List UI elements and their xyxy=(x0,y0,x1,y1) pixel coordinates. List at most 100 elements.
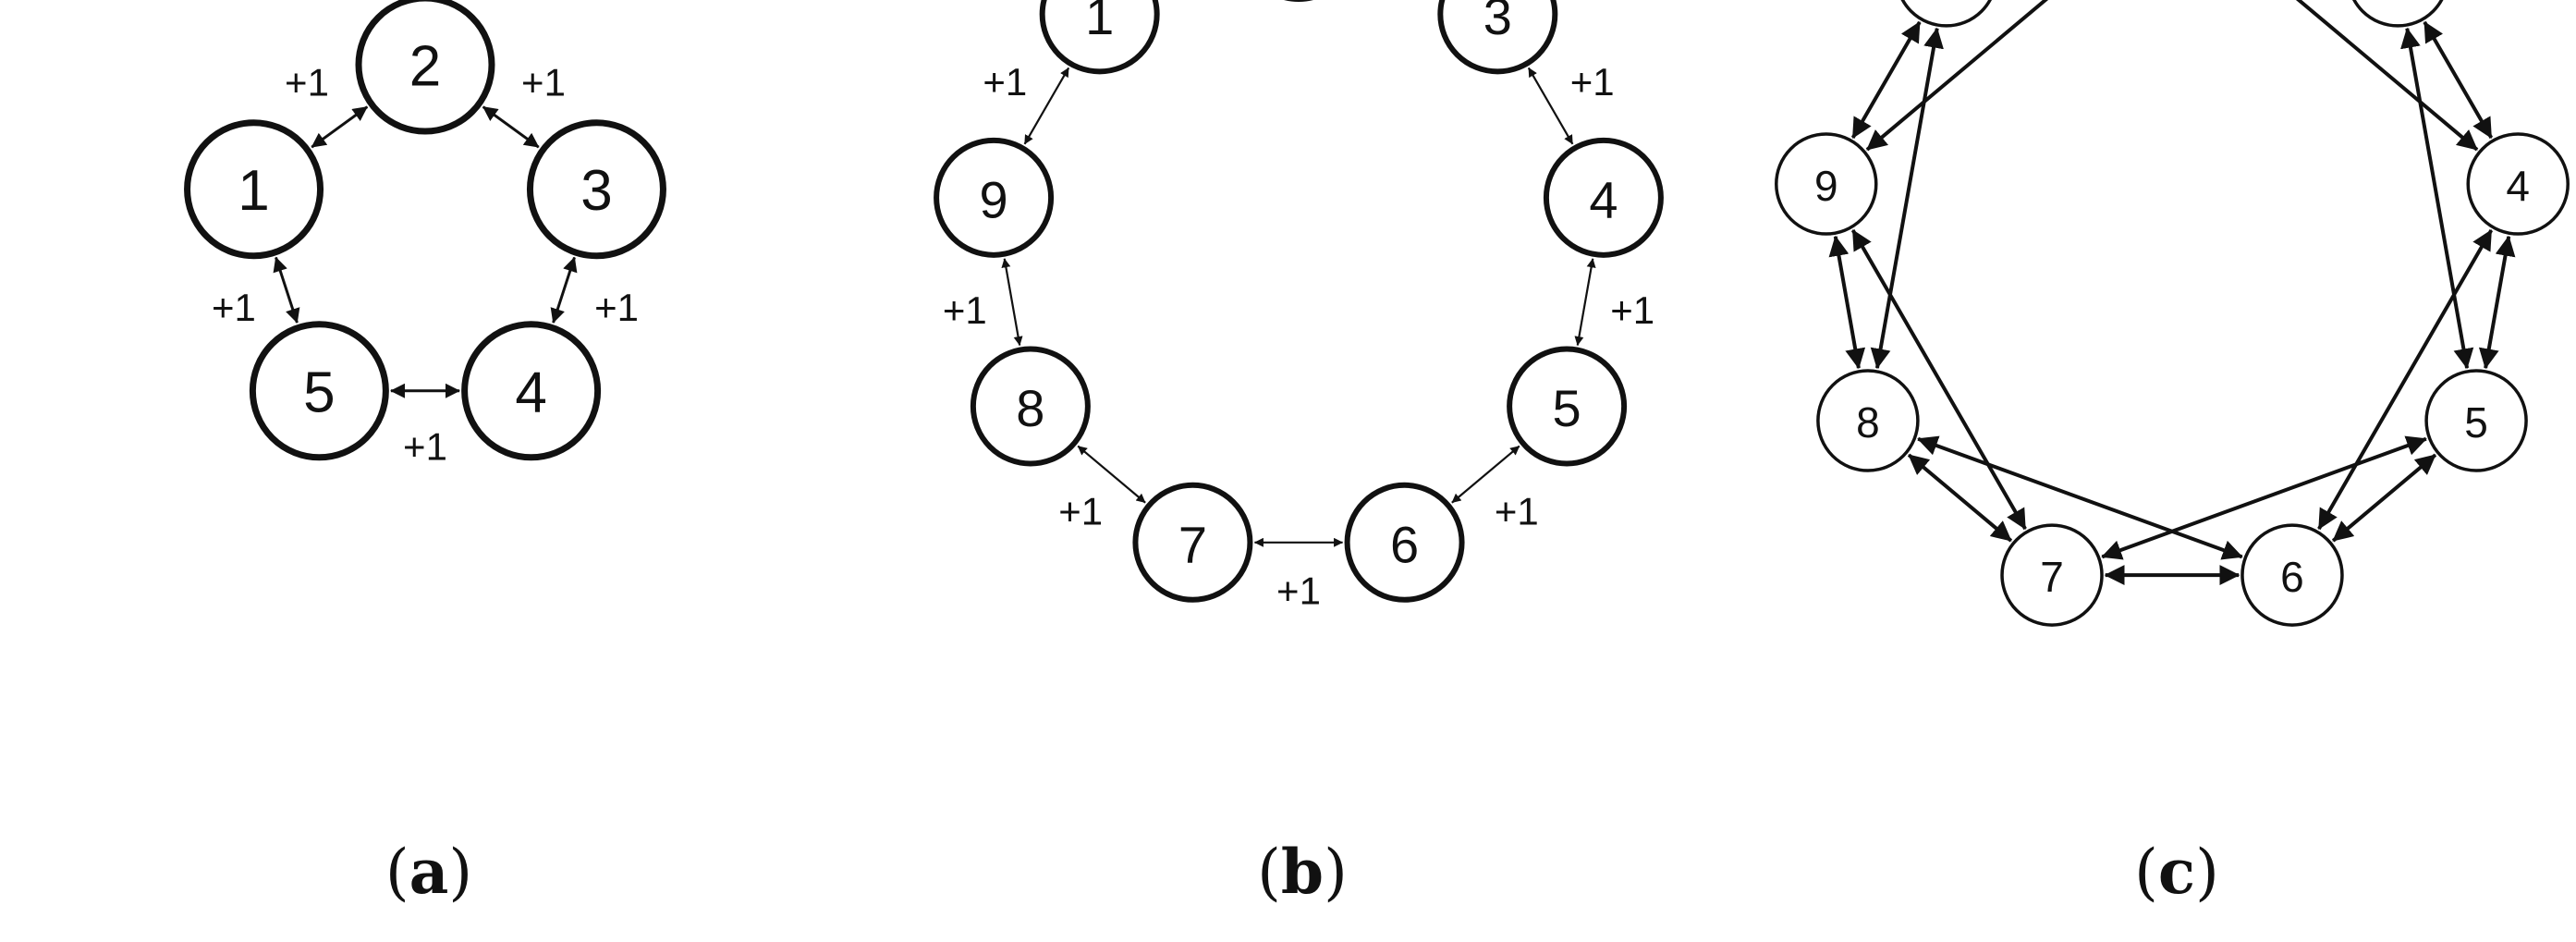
edge-1-2 xyxy=(311,105,369,149)
node-label: 5 xyxy=(303,361,335,424)
edge-9-1 xyxy=(1850,20,1922,140)
edge-4-5 xyxy=(2478,235,2516,370)
caption-letter: c xyxy=(2157,836,2196,908)
node-circle xyxy=(526,119,666,260)
caption-close-paren: ) xyxy=(448,837,473,908)
caption-open-paren: ( xyxy=(1257,837,1281,908)
node-circle xyxy=(184,119,324,260)
panel-a-graph: +1 +1 +1 +1 +1 1 2 3 4 5 xyxy=(184,0,666,468)
node-label: 9 xyxy=(1814,162,1838,210)
edge-label: +1 xyxy=(943,288,987,332)
caption-open-paren: ( xyxy=(2134,837,2158,908)
node-circle xyxy=(1507,346,1628,467)
graph-node: 8 xyxy=(970,346,1091,467)
caption-close-paren: ) xyxy=(1324,837,1348,908)
node-circle xyxy=(934,137,1055,258)
node-circle xyxy=(1132,482,1253,603)
caption-close-paren: ) xyxy=(2195,837,2219,908)
edge-2-3 xyxy=(482,105,540,149)
graph-node: 7 xyxy=(1132,482,1253,603)
nodes: 123456789 xyxy=(1775,0,2570,627)
caption-letter: b xyxy=(1280,836,1325,908)
graph-node: 9 xyxy=(1775,132,1878,236)
node-label: 5 xyxy=(1553,379,1581,437)
edge-3-4 xyxy=(550,256,578,324)
node-label: 6 xyxy=(2280,553,2304,601)
edge-label: +1 xyxy=(212,286,256,329)
nodes: 1 2 3 4 5 xyxy=(184,0,666,461)
panel-b-caption: (b) xyxy=(1210,841,1395,903)
panel-b-graph: +1+1+1+1+1+1+1+1+1123456789 xyxy=(934,0,1664,612)
edge-4-5 xyxy=(1574,258,1596,347)
caption-open-paren: ( xyxy=(385,837,409,908)
node-circle xyxy=(1437,0,1558,75)
node-circle xyxy=(461,321,602,461)
node-label: 8 xyxy=(1016,379,1044,437)
graph-node: 1 xyxy=(184,119,324,260)
edge-label: +1 xyxy=(1495,489,1539,532)
node-circle xyxy=(1775,132,1878,236)
graph-node: 5 xyxy=(2424,369,2528,472)
node-label: 1 xyxy=(1935,0,1959,2)
node-label: 9 xyxy=(980,170,1008,228)
node-circle xyxy=(1039,0,1160,75)
node-label: 2 xyxy=(409,35,441,99)
node-circle xyxy=(1344,482,1465,603)
graph-node: 6 xyxy=(2240,523,2344,627)
node-label: 6 xyxy=(1390,515,1419,573)
panel-c-graph: 123456789 xyxy=(1775,0,2570,627)
edge-5-1 xyxy=(273,256,300,324)
graph-node: 9 xyxy=(934,137,1055,258)
edge-8-9 xyxy=(1828,235,1866,370)
node-label: 4 xyxy=(2506,162,2530,210)
edge-7-8 xyxy=(1077,445,1146,504)
graph-node: 6 xyxy=(1344,482,1465,603)
edge-label: +1 xyxy=(1058,489,1103,532)
edge-label: +1 xyxy=(983,60,1027,104)
edge-5-6 xyxy=(1451,445,1520,504)
node-label: 4 xyxy=(515,361,546,424)
edge-label: +1 xyxy=(285,60,329,104)
node-label: 7 xyxy=(2040,553,2064,601)
graph-node: 3 xyxy=(526,119,666,260)
node-label: 1 xyxy=(238,159,269,223)
edge-label: +1 xyxy=(521,60,566,104)
edge-label: +1 xyxy=(1276,569,1321,612)
edge-9-2 xyxy=(1865,0,2132,152)
graph-node: 1 xyxy=(1039,0,1160,75)
node-circle xyxy=(2240,523,2344,627)
node-circle xyxy=(970,346,1091,467)
edge-3-4 xyxy=(1527,67,1574,145)
node-label: 4 xyxy=(1589,170,1618,228)
node-label: 5 xyxy=(2464,398,2488,447)
graph-node: 8 xyxy=(1816,369,1920,472)
graph-node: 2 xyxy=(355,0,495,135)
graph-node: 3 xyxy=(2352,0,2444,28)
nodes: 123456789 xyxy=(934,0,1664,603)
edge-label: +1 xyxy=(1570,60,1615,104)
edge-2-4 xyxy=(2212,0,2479,152)
edge-3-4 xyxy=(2423,20,2494,140)
node-label: 3 xyxy=(1483,0,1512,45)
node-circle xyxy=(249,321,389,461)
node-label: 1 xyxy=(1085,0,1114,45)
graph-node: 5 xyxy=(249,321,389,461)
edge-9-1 xyxy=(1023,67,1070,145)
graph-node: 7 xyxy=(2000,523,2104,627)
node-circle xyxy=(1900,0,1992,28)
node-circle xyxy=(2352,0,2444,28)
node-label: 7 xyxy=(1178,515,1207,573)
edges: +1 +1 +1 +1 +1 xyxy=(212,60,639,468)
edge-label: +1 xyxy=(403,424,447,468)
edge-label: +1 xyxy=(594,286,639,329)
panel-a-caption: (a) xyxy=(336,841,521,903)
graph-node: 4 xyxy=(2466,132,2570,236)
edges xyxy=(1828,0,2516,586)
graph-node: 1 xyxy=(1900,0,1992,28)
node-circle xyxy=(2466,132,2570,236)
edge-8-9 xyxy=(1001,258,1023,347)
node-label: 8 xyxy=(1856,398,1880,447)
graph-node: 5 xyxy=(1507,346,1628,467)
graph-node: 4 xyxy=(1543,137,1664,258)
